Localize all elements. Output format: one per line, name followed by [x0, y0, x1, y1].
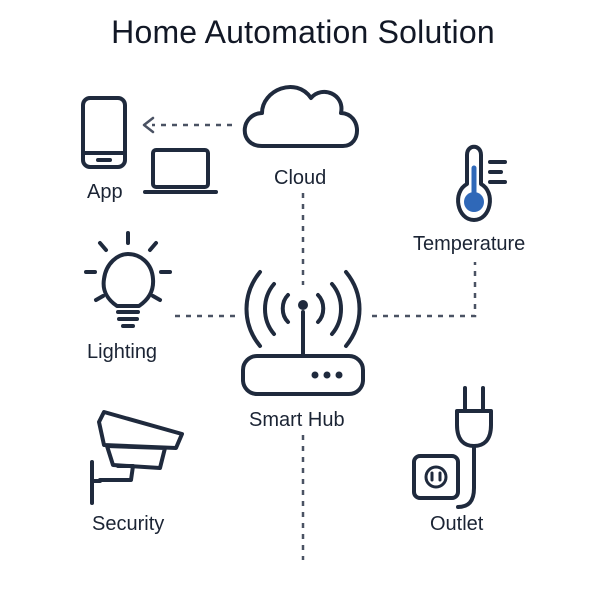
laptop-icon	[143, 148, 218, 194]
node-label-hub: Smart Hub	[249, 409, 345, 431]
security-camera-icon	[90, 410, 184, 505]
arrowhead-icon	[142, 116, 155, 134]
diagram-title: Home Automation Solution	[111, 14, 495, 50]
node-label-temperature: Temperature	[413, 233, 526, 255]
lightbulb-icon	[84, 231, 172, 328]
connector-hub-temperature	[372, 262, 477, 318]
node-label-security: Security	[92, 513, 165, 535]
node-label-cloud: Cloud	[274, 167, 327, 189]
node-label-lighting: Lighting	[87, 341, 158, 363]
thermometer-icon	[456, 144, 507, 222]
node-label-app: App	[87, 181, 123, 203]
router-icon	[241, 270, 365, 396]
cloud-icon	[242, 85, 359, 148]
node-label-outlet: Outlet	[430, 513, 484, 535]
power-plug-icon	[412, 386, 493, 509]
connectors	[142, 116, 477, 560]
smartphone-icon	[81, 96, 127, 169]
